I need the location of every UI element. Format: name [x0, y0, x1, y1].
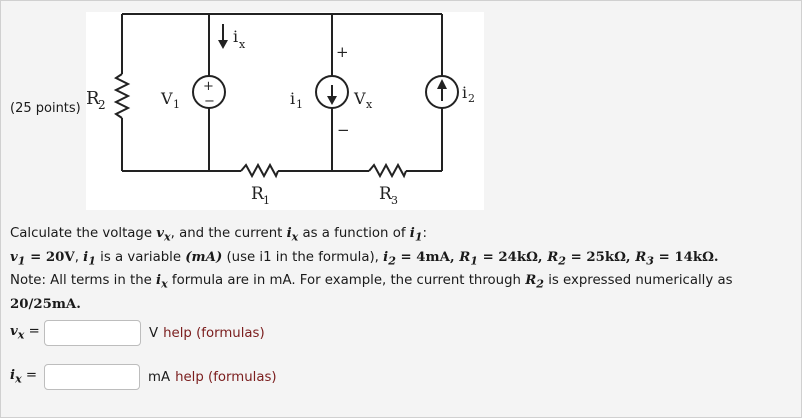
- vx-sub: x: [366, 98, 373, 111]
- math-sub: 2: [388, 254, 396, 268]
- problem-line-4: 20/25mA.: [10, 295, 790, 315]
- text-segment: (use i1 in the formula),: [222, 249, 384, 265]
- circuit-svg: i x R 2 V 1 + − + − i 1 V x i 2 R 1 R 3: [86, 13, 475, 207]
- r2-resistor: [113, 73, 131, 119]
- math-vx: v: [10, 324, 18, 340]
- math-value: = 4mA,: [395, 249, 460, 265]
- ix-help-link[interactable]: help (formulas): [175, 369, 277, 385]
- math-sub: x: [164, 230, 171, 244]
- math-sub: 1: [88, 254, 96, 268]
- r3-sub: 3: [391, 194, 398, 207]
- vx-answer-label: vx =: [10, 324, 44, 342]
- text-segment: formula are in mA. For example, the curr…: [167, 273, 526, 289]
- vx-plus: +: [336, 43, 349, 61]
- text-segment: :: [422, 226, 428, 241]
- vx-help-link[interactable]: help (formulas): [163, 325, 265, 341]
- circuit-diagram: i x R 2 V 1 + − + − i 1 V x i 2 R 1 R 3: [86, 12, 484, 210]
- problem-line-2: v1 = 20V, i1 is a variable (mA) (use i1 …: [10, 248, 790, 272]
- r3-label: R: [379, 184, 393, 204]
- math-sub: 1: [414, 230, 423, 244]
- i2-label: i: [462, 83, 467, 102]
- v1-label: V: [160, 89, 173, 108]
- math-sub: x: [291, 230, 299, 244]
- math-value: = 20V: [25, 249, 75, 265]
- vx-unit: V: [149, 325, 159, 341]
- text-segment: is a variable: [95, 249, 186, 265]
- math-r2: R: [547, 249, 559, 265]
- text-segment: Calculate the voltage: [10, 226, 157, 241]
- vx-label: V: [353, 89, 366, 108]
- math-sub: 2: [558, 254, 566, 268]
- math-r2: R: [525, 273, 537, 289]
- math-ix: i: [156, 273, 162, 289]
- problem-line-1: Calculate the voltage vx, and the curren…: [10, 224, 790, 248]
- text-segment: is expressed numerically as: [543, 273, 733, 289]
- points-label: (25 points): [10, 101, 81, 116]
- problem-line-3: Note: All terms in the ix formula are in…: [10, 271, 790, 295]
- i1-label: i: [290, 89, 295, 108]
- equals-sign: =: [24, 324, 40, 340]
- i1-arrow-head: [327, 96, 337, 105]
- ix-answer-input[interactable]: [44, 364, 140, 390]
- text-segment: Note: All terms in the: [10, 273, 157, 289]
- r1-label: R: [251, 184, 265, 204]
- r1-resistor: [240, 162, 279, 179]
- text-segment: , and the current: [170, 226, 287, 241]
- math-example: 20/25mA.: [10, 296, 81, 312]
- math-sub: 3: [646, 254, 654, 268]
- math-value: = 25kΩ,: [565, 249, 636, 265]
- i2-sub: 2: [468, 92, 475, 105]
- text-segment: as a function of: [298, 226, 410, 241]
- math-vx: v: [156, 226, 165, 241]
- ix-unit: mA: [148, 369, 171, 385]
- vx-answer-row: vx = V help (formulas): [10, 318, 265, 348]
- ix-label: i: [233, 27, 238, 46]
- math-sub: 2: [536, 277, 544, 291]
- r1-sub: 1: [263, 194, 270, 207]
- vx-answer-input[interactable]: [44, 320, 141, 346]
- v1-minus: −: [204, 94, 215, 109]
- math-sub: x: [15, 372, 22, 386]
- ix-arrow-head: [218, 40, 228, 49]
- math-ix: i: [286, 226, 292, 241]
- ix-sub: x: [239, 38, 246, 51]
- math-value: = 14kΩ.: [653, 249, 719, 265]
- math-v1: v: [10, 249, 18, 265]
- math-r1: R: [459, 249, 471, 265]
- ix-answer-row: ix = mA help (formulas): [10, 362, 277, 392]
- i2-arrow-head: [437, 79, 447, 89]
- math-sub: x: [17, 328, 25, 342]
- math-i2: i: [383, 249, 389, 265]
- vx-minus: −: [337, 121, 350, 139]
- math-unit: (mA): [185, 249, 223, 265]
- v1-sub: 1: [173, 98, 180, 111]
- math-ix: i: [10, 368, 16, 384]
- ix-answer-label: ix =: [10, 368, 44, 386]
- math-sub: x: [161, 277, 168, 291]
- r2-label: R: [86, 88, 100, 109]
- math-sub: 1: [470, 254, 478, 268]
- i1-sub: 1: [296, 98, 303, 111]
- equals-sign: =: [21, 368, 38, 384]
- r2-sub: 2: [98, 98, 106, 112]
- problem-text: Calculate the voltage vx, and the curren…: [10, 224, 790, 315]
- math-r3: R: [635, 249, 647, 265]
- r3-resistor: [368, 162, 407, 179]
- text-segment: ,: [74, 249, 84, 265]
- math-i1: i: [83, 249, 89, 265]
- v1-plus: +: [203, 79, 214, 94]
- math-i1: i: [409, 226, 415, 241]
- math-sub: 1: [17, 254, 26, 268]
- math-value: = 24kΩ,: [477, 249, 548, 265]
